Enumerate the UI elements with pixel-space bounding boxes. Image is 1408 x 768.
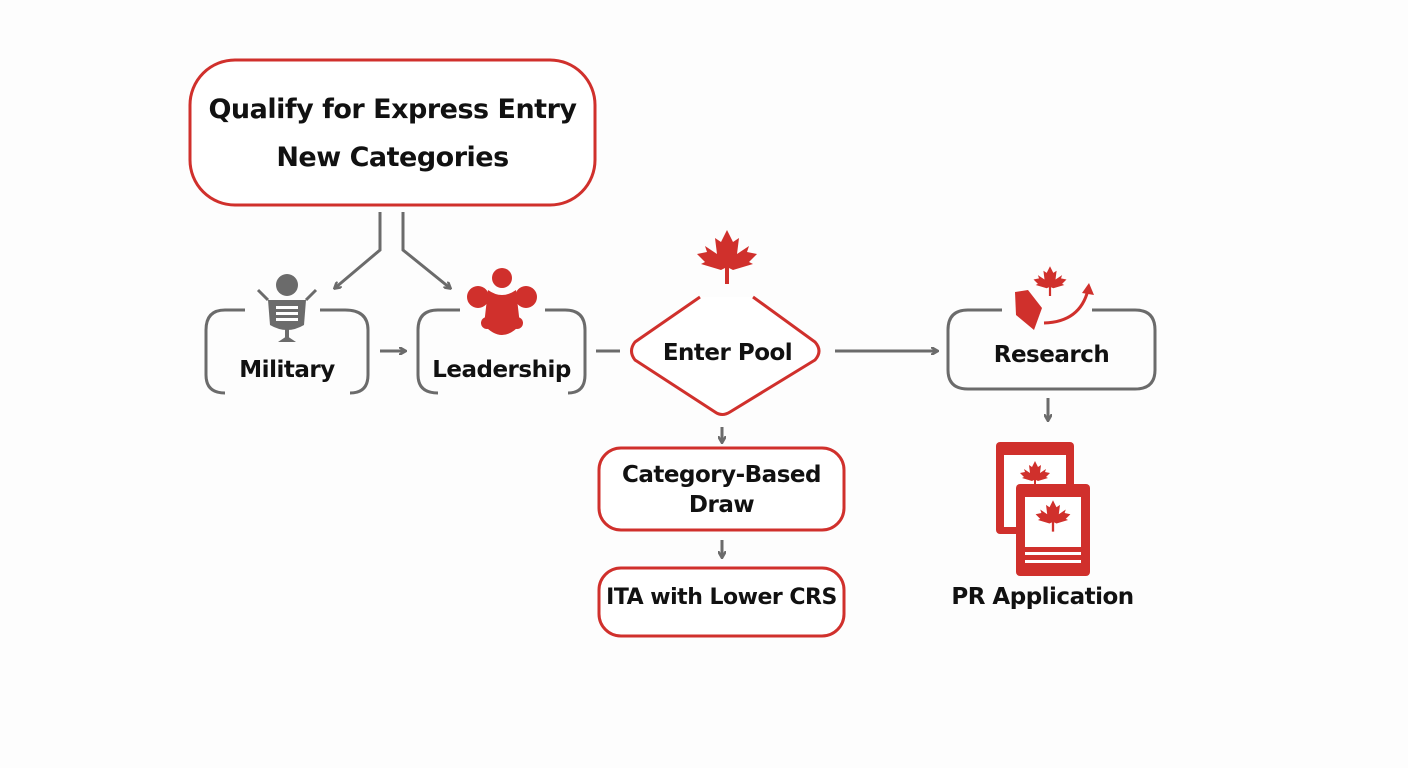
start-node-label: Qualify for Express Entry New Categories (190, 86, 595, 182)
arrow-to-leadership (401, 212, 450, 288)
military-insignia-icon (256, 274, 318, 342)
start-line2: New Categories (276, 142, 509, 173)
military-label: Military (239, 357, 335, 383)
draw-line1: Category-Based (622, 462, 821, 488)
military-node-box[interactable] (204, 308, 370, 395)
draw-line2: Draw (688, 492, 755, 518)
leadership-label: Leadership (432, 357, 571, 383)
leadership-node-box[interactable] (416, 308, 587, 395)
maple-leaf-icon (697, 230, 757, 284)
research-node-box[interactable] (946, 308, 1157, 391)
pool-node-box[interactable] (630, 295, 821, 416)
canada-documents-icon (996, 442, 1090, 576)
start-line1: Qualify for Express Entry (208, 94, 577, 125)
draw-node-box[interactable] (597, 446, 846, 532)
group-people-icon (467, 268, 537, 335)
pr-label: PR Application (951, 584, 1134, 610)
ita-node-box[interactable] (597, 566, 846, 638)
start-node-box[interactable] (188, 58, 597, 207)
arrow-to-military (335, 212, 382, 288)
research-label: Research (993, 342, 1110, 368)
draw-label: Category-Based Draw (599, 460, 844, 520)
pool-label: Enter Pool (662, 340, 793, 366)
ita-label: ITA with Lower CRS (606, 585, 837, 610)
hand-maple-leaf-arrow-icon (1015, 266, 1094, 330)
